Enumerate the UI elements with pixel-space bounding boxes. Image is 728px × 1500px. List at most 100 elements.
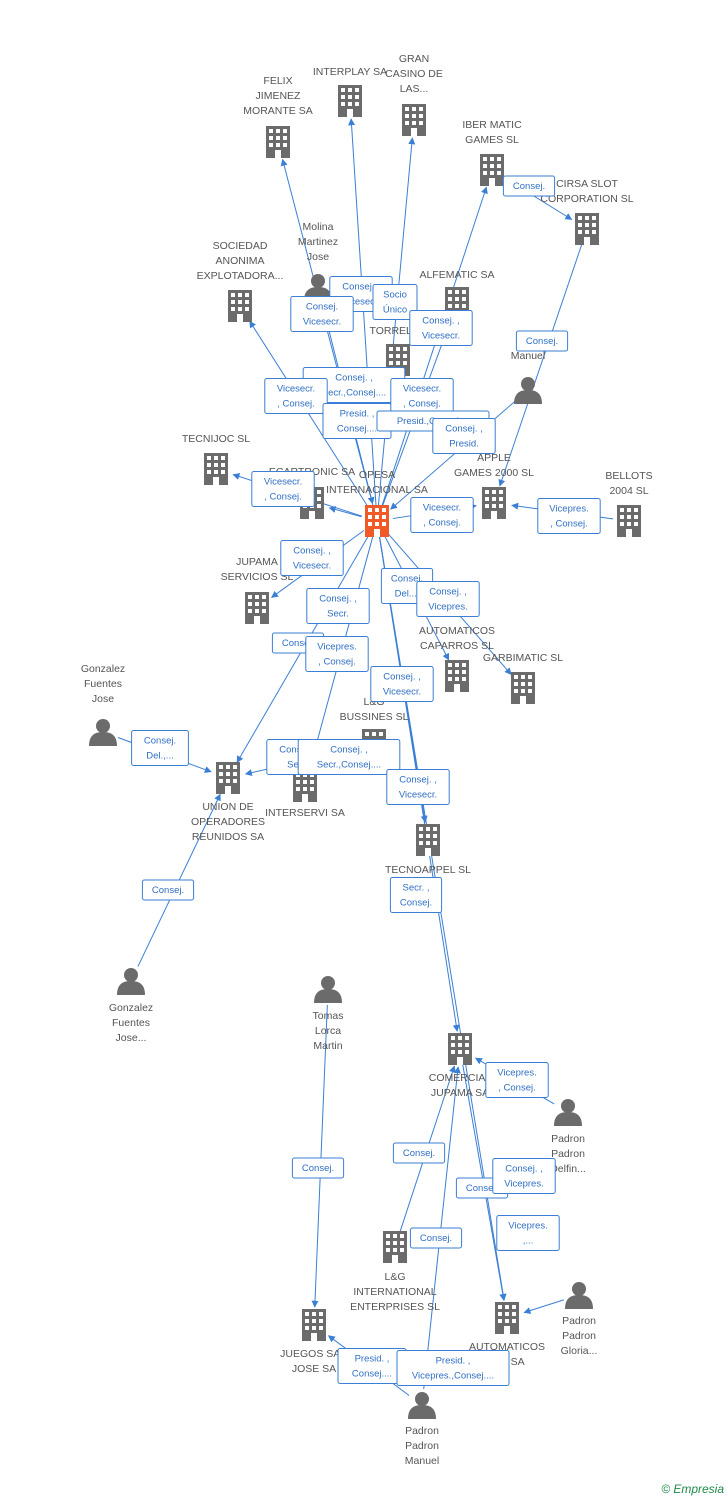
building-icon	[204, 453, 228, 485]
brand-footer[interactable]: ©Empresia	[661, 1482, 724, 1496]
edge-label-text: Vicepres.	[317, 642, 356, 653]
edge-label[interactable]: Vicesecr., Consej.	[390, 378, 454, 414]
edge-opesa-to-felix	[280, 158, 374, 506]
edge-label[interactable]: Consej. ,Vicesecr.	[409, 310, 473, 346]
edge-opesa-to-ibermatic	[381, 186, 488, 506]
edge-label[interactable]: Consej.Del.,...	[131, 730, 189, 766]
edge-label-text: , Consej.	[318, 657, 356, 668]
edge-label[interactable]: Consej.Vicesecr.	[290, 296, 354, 332]
edge-label[interactable]: Consej.	[392, 1142, 446, 1164]
edge-label-text: Consej.	[306, 302, 338, 313]
node-label: Gloria...	[561, 1345, 598, 1357]
edge-label-text: Vicepres.	[428, 602, 467, 613]
building-icon	[383, 1231, 407, 1263]
edge-label[interactable]: Consej. ,Presid.	[432, 418, 496, 454]
node-label: CASINO DE	[385, 68, 443, 80]
edge-label-text: Presid. ,	[436, 1356, 471, 1367]
edge-label[interactable]: Consej. , Vicepres.	[416, 581, 480, 617]
node-label: GRAN	[399, 53, 429, 65]
edge-label-text: Consej.	[526, 336, 558, 347]
edge-label[interactable]: Consej. ,Vicepres.	[492, 1158, 556, 1194]
node-label: ALFEMATIC SA	[419, 269, 494, 281]
edge-label[interactable]: Consej. ,Vicesecr.	[370, 666, 434, 702]
person-icon	[554, 1099, 582, 1126]
edge-label[interactable]: Consej.	[141, 879, 195, 901]
edge-label-text: Consej. ,	[505, 1164, 543, 1175]
node-label: Padron	[551, 1133, 585, 1145]
edge-label[interactable]: Vicepres., Consej.	[485, 1062, 549, 1098]
edge-label[interactable]: Consej. ,Vicesecr.	[386, 769, 450, 805]
node-tecnoappel[interactable]: TECNOAPPEL SL	[385, 824, 471, 876]
focus-building-icon	[365, 505, 389, 537]
node-label: Martinez	[298, 236, 338, 248]
node-label: BELLOTS	[605, 470, 652, 482]
node-padron-delfin[interactable]: PadronPadronDelfin...	[550, 1099, 586, 1175]
edge-label[interactable]: Secr. ,Consej.	[389, 877, 443, 913]
node-garbimatic[interactable]: GARBIMATIC SL	[483, 652, 563, 704]
edge-label[interactable]: Vicepres. , Consej.	[305, 636, 369, 672]
node-interplay[interactable]: INTERPLAY SA	[313, 66, 387, 117]
edge-label[interactable]: Consej.	[502, 175, 556, 197]
node-interservi[interactable]: INTERSERVI SA	[265, 770, 345, 819]
building-icon	[511, 672, 535, 704]
edge-label-box	[290, 296, 354, 332]
node-sociedad[interactable]: SOCIEDADANONIMAEXPLOTADORA...	[197, 240, 284, 322]
edge-label-text: Consej. ,	[422, 316, 460, 327]
node-label: Jose	[307, 251, 329, 263]
edge-label-text: Presid. ,	[355, 1354, 390, 1365]
edge-label[interactable]: Consej. ,Secr.	[306, 588, 370, 624]
node-label: Manuel	[405, 1455, 439, 1467]
edge-label-text: Consej.	[152, 885, 184, 896]
edge-label-text: Consej. ,	[429, 587, 467, 598]
edge-label[interactable]: Presid. ,Vicepres.,Consej....	[396, 1350, 510, 1386]
edge-label-box	[280, 540, 344, 576]
edge-label[interactable]: Vicesecr., Consej.	[264, 378, 328, 414]
edge-label[interactable]: Vicepres., Consej.	[537, 498, 601, 534]
node-label: INTERNACIONAL SA	[326, 484, 428, 496]
node-label: JOSE SA	[292, 1363, 336, 1375]
edge-label[interactable]: Consej.	[515, 330, 569, 352]
edge-label-box	[409, 1227, 463, 1249]
node-label: TECNOAPPEL SL	[385, 864, 471, 876]
edge-label-text: ,...	[523, 1236, 534, 1247]
node-alfematic[interactable]: ALFEMATIC SA	[419, 269, 495, 319]
building-icon	[402, 104, 426, 136]
node-label: BUSSINES SL	[340, 711, 409, 723]
edge-label[interactable]: Consej. ,Secr.,Consej....	[297, 739, 401, 775]
edge-label-text: Presid.	[449, 439, 479, 450]
node-gonzalez2[interactable]: GonzalezFuentesJose...	[109, 968, 153, 1044]
building-icon	[266, 126, 290, 158]
edge-label[interactable]: Consej.	[409, 1227, 463, 1249]
edge-label[interactable]: Consej.	[291, 1157, 345, 1179]
building-icon	[575, 213, 599, 245]
edge-label[interactable]: Vicepres.,...	[496, 1215, 560, 1251]
edge-label[interactable]: Consej. ,Vicesecr.	[280, 540, 344, 576]
edge-label[interactable]: Vicesecr., Consej.	[251, 471, 315, 507]
node-label: JUPAMA SA	[431, 1087, 489, 1099]
node-padron-gloria[interactable]: PadronPadronGloria...	[561, 1282, 598, 1357]
edge-label[interactable]: Vicesecr., Consej.	[410, 497, 474, 533]
edge-label[interactable]: Presid. ,Consej....	[337, 1348, 407, 1384]
node-tecnijoc[interactable]: TECNIJOC SL	[182, 433, 250, 485]
edge-label-text: Vicesecr.	[264, 477, 302, 488]
node-label: CIRSA SLOT	[556, 178, 618, 190]
person-icon	[514, 377, 542, 404]
